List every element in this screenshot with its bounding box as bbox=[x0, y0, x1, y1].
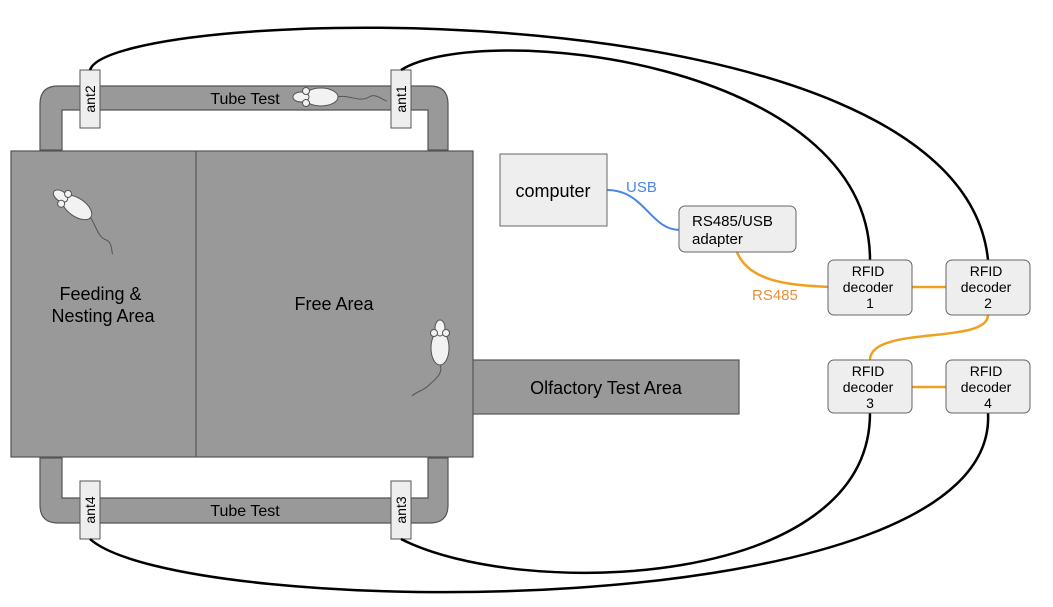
olfactory-test-area bbox=[471, 359, 740, 415]
decoder-3-label: RFID decoder 3 bbox=[843, 363, 897, 411]
usb-line bbox=[606, 189, 681, 231]
arena: Feeding & Nesting Area Free Area Olfacto… bbox=[10, 150, 740, 458]
decoder-3-line-2: decoder bbox=[843, 379, 894, 395]
rs485-usb-adapter: RS485/USB adapter bbox=[678, 205, 797, 253]
cable-ant1-decoder1 bbox=[400, 49, 872, 261]
adapter-line-2: adapter bbox=[692, 231, 743, 248]
decoder-2-line-3: 2 bbox=[984, 295, 992, 311]
adapter-line-1: RS485/USB bbox=[692, 213, 773, 230]
mouse-icon bbox=[411, 319, 450, 397]
decoder-4-label: RFID decoder 4 bbox=[961, 363, 1015, 411]
free-area-label: Free Area bbox=[294, 294, 374, 314]
olfactory-area-label: Olfactory Test Area bbox=[530, 378, 683, 398]
computer-label: computer bbox=[515, 181, 590, 201]
ant4-label: ant4 bbox=[82, 496, 98, 523]
decoder-1-line-3: 1 bbox=[866, 295, 874, 311]
ant2-label: ant2 bbox=[82, 85, 98, 112]
antennas: ant2 ant1 ant4 ant3 bbox=[79, 69, 412, 540]
cable-ant3-decoder3 bbox=[400, 412, 872, 575]
ant3-label: ant3 bbox=[393, 496, 409, 523]
usb-label: USB bbox=[626, 179, 657, 196]
decoder-1-line-2: decoder bbox=[843, 279, 894, 295]
decoder-3-line-1: RFID bbox=[852, 363, 885, 379]
rfid-decoder-2: RFID decoder 2 bbox=[945, 259, 1031, 316]
cable-ant2-decoder2 bbox=[88, 26, 990, 261]
decoder-1-label: RFID decoder 1 bbox=[843, 263, 897, 311]
main-arena bbox=[10, 150, 474, 458]
decoder-4-line-3: 4 bbox=[984, 395, 992, 411]
tube-bottom bbox=[39, 457, 449, 524]
rs485-label: RS485 bbox=[752, 287, 798, 304]
ant1-label: ant1 bbox=[393, 85, 409, 112]
feeding-nesting-line-2: Nesting Area bbox=[51, 306, 155, 326]
computer: computer bbox=[499, 153, 608, 227]
decoder-2-line-1: RFID bbox=[970, 263, 1003, 279]
mouse-icon bbox=[52, 189, 113, 255]
tube-top-label: Tube Test bbox=[210, 91, 280, 108]
feeding-nesting-label: Feeding & Nesting Area bbox=[51, 284, 155, 326]
decoder-4-line-2: decoder bbox=[961, 379, 1012, 395]
rfid-decoder-4: RFID decoder 4 bbox=[945, 359, 1031, 414]
decoder-2-line-2: decoder bbox=[961, 279, 1012, 295]
decoder-3-line-3: 3 bbox=[866, 395, 874, 411]
tube-system: Tube Test Tube Test bbox=[39, 85, 449, 524]
decoder-2-label: RFID decoder 2 bbox=[961, 263, 1015, 311]
tube-bottom-label: Tube Test bbox=[210, 503, 280, 520]
antenna-cables bbox=[88, 26, 990, 594]
antenna-ant2: ant2 bbox=[79, 69, 101, 129]
rfid-decoder-3: RFID decoder 3 bbox=[827, 359, 913, 414]
decoder-1-line-1: RFID bbox=[852, 263, 885, 279]
mouse-icon bbox=[292, 87, 388, 107]
tube-top bbox=[39, 85, 449, 151]
decoder-4-line-1: RFID bbox=[970, 363, 1003, 379]
adapter-label: RS485/USB adapter bbox=[692, 213, 777, 248]
rs485-line-d2-d3 bbox=[868, 314, 990, 361]
rs485-line-adapter-d1 bbox=[735, 251, 829, 289]
antenna-ant4: ant4 bbox=[79, 480, 101, 540]
antenna-ant1: ant1 bbox=[390, 69, 412, 129]
rfid-decoder-1: RFID decoder 1 bbox=[827, 259, 913, 316]
bus-lines: USB RS485 bbox=[606, 179, 990, 389]
cable-ant4-decoder4 bbox=[89, 412, 990, 594]
feeding-nesting-line-1: Feeding & bbox=[59, 284, 141, 304]
antenna-ant3: ant3 bbox=[390, 480, 412, 540]
